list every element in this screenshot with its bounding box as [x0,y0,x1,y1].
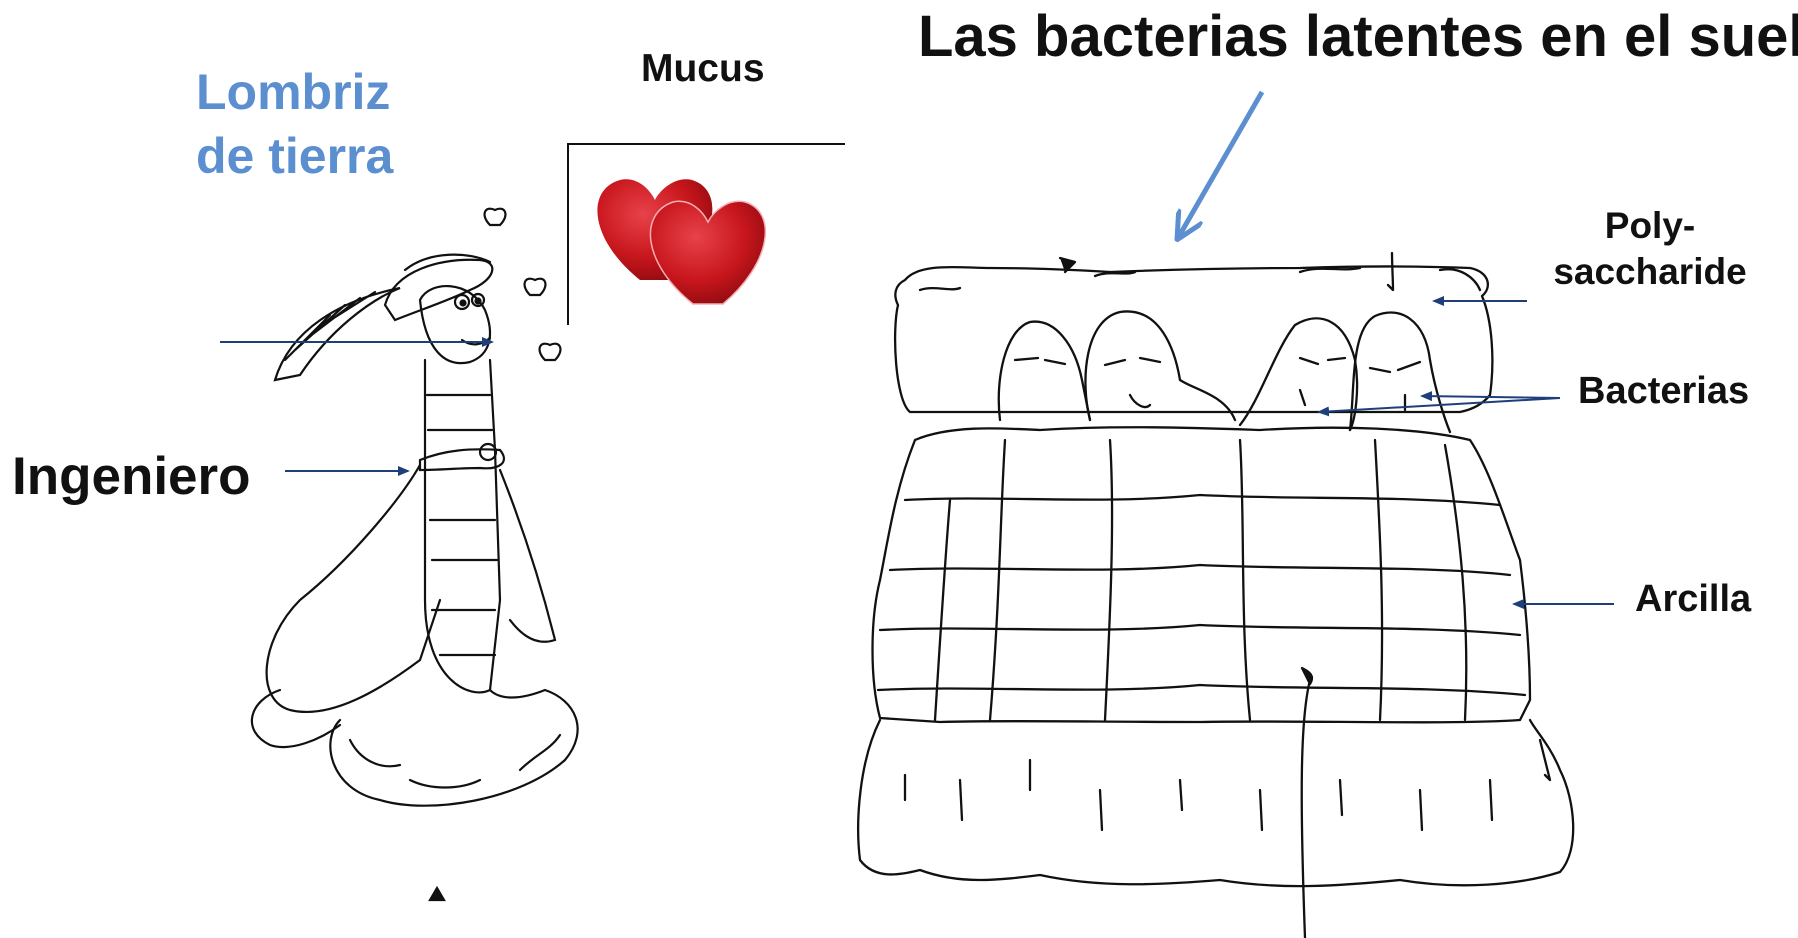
worm-label-line2: de tierra [196,124,393,188]
bacterium-1 [999,322,1090,420]
polysaccharide-label-line2: saccharide [1540,249,1760,295]
worm-body [425,360,500,692]
worm-label-line1: Lombriz [196,60,393,124]
title-arrow [1178,92,1262,238]
polysaccharide-label: Poly- saccharide [1540,203,1760,296]
clay-label: Arcilla [1635,578,1751,622]
earthworm-drawing [252,209,578,900]
hat [385,260,492,320]
bacteria-label: Bacterias [1578,370,1749,414]
hearts-icon [597,179,765,304]
mucus-label: Mucus [641,47,765,92]
engineer-label: Ingeniero [12,447,251,508]
quilt [873,427,1531,722]
page-title: Las bacterias latentes en el suelo [918,4,1798,71]
bed-drawing [858,253,1573,938]
polysaccharide-label-line1: Poly- [1540,203,1760,249]
bacteria-pointer-arrow-2 [1422,396,1560,398]
bed-skirt [858,720,1573,886]
cape [267,465,440,712]
worm-label: Lombriz de tierra [196,60,393,188]
feather [275,288,400,380]
bacterium-3 [1240,318,1357,430]
soil-mound [330,690,577,806]
pointer-arrows [220,301,1614,604]
pillow [895,267,1492,413]
bacterium-4 [1350,313,1450,432]
bacterium-2 [1085,311,1235,420]
